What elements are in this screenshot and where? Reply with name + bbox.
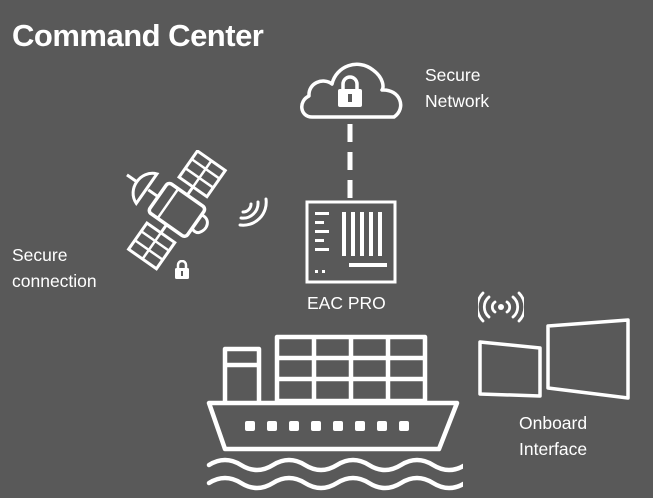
network-link-line	[347, 124, 353, 200]
container-ship-icon	[206, 334, 463, 491]
secure-connection-label-line-2: connection	[12, 271, 97, 291]
secure-connection-label-line-1: Secure	[12, 245, 68, 265]
secure-network-label-line-1: Secure	[425, 65, 481, 85]
cloud-lock-icon	[300, 62, 403, 119]
secure-connection-label: Secure connection	[12, 242, 97, 294]
padlock-icon	[175, 260, 189, 279]
onboard-interface-label-line-1: Onboard	[519, 413, 588, 433]
secure-network-label-line-2: Network	[425, 91, 490, 111]
wireless-signal-icon	[478, 291, 524, 323]
eac-pro-label: EAC PRO	[307, 293, 386, 313]
satellite-icon	[126, 150, 228, 271]
eac-controller-icon	[305, 200, 397, 284]
onboard-interface-label-line-2: Interface	[519, 439, 588, 459]
secure-network-label: Secure Network	[425, 62, 489, 114]
diagram-title: Command Center	[12, 18, 264, 53]
dual-display-icon	[478, 318, 630, 400]
onboard-interface-label: Onboard Interface	[519, 410, 587, 462]
wireless-signal-icon	[238, 197, 268, 227]
